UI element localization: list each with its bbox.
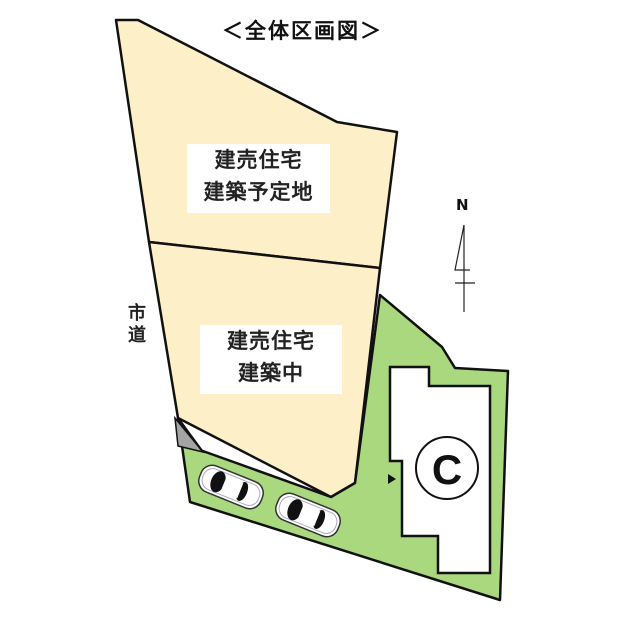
lot-planned-line-1: 建売住宅 [214, 148, 303, 172]
road-char-1: 市 [128, 303, 146, 324]
entrance-arrow-icon [388, 474, 396, 484]
lot-planned-label: 建売住宅 建築予定地 [187, 144, 330, 213]
building-mark: C [432, 446, 462, 493]
page-title: ＜全体区画図＞ [222, 19, 383, 43]
road-char-2: 道 [128, 325, 146, 346]
north-label: N [456, 196, 469, 214]
lot-under-construction-label: 建売住宅 建築中 [200, 325, 342, 394]
corner-edge [177, 417, 204, 453]
car-icon-1 [198, 464, 264, 510]
lot-planned-line-2: 建築予定地 [203, 180, 314, 204]
lot-under-construction-line-1: 建売住宅 [227, 329, 315, 353]
car-icon-2 [275, 492, 341, 538]
building-c-circle [415, 436, 479, 500]
north-arrow-icon [454, 224, 475, 312]
road-label: 市 道 [127, 303, 147, 347]
lot-under-construction-line-2: 建築中 [238, 361, 304, 385]
